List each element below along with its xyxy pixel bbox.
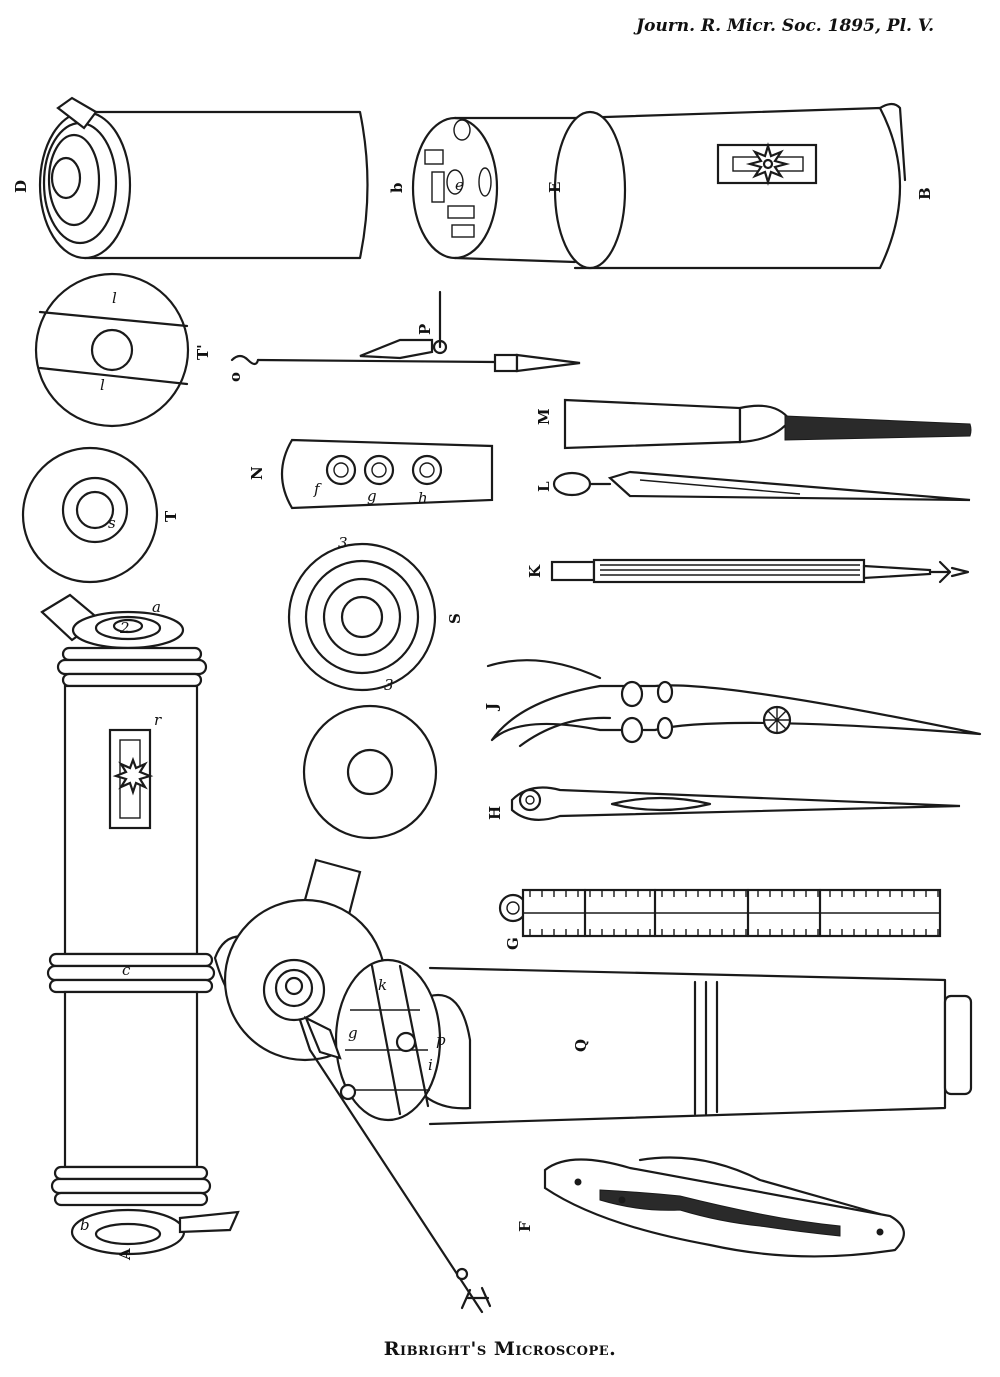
label-b-lower: b [80, 1216, 90, 1234]
label-r: r [154, 711, 162, 729]
figure-labels: D b E B l l T' o P M N f g h L T s K 3 S… [12, 176, 934, 1261]
label-T: T [162, 510, 180, 522]
label-T-prime: T' [194, 344, 212, 360]
plate-header: Journ. R. Micr. Soc. 1895, Pl. V. [636, 16, 934, 36]
part-A-long-tube [40, 593, 240, 1256]
part-S-discs [287, 542, 438, 840]
label-L: L [535, 481, 553, 492]
part-N-slide [281, 438, 494, 510]
label-B: B [916, 187, 934, 200]
plate-caption: Ribright's Microscope. [383, 1338, 617, 1360]
label-J: J [483, 703, 501, 712]
part-F-knife [543, 1156, 905, 1258]
label-3-lower: 3 [384, 676, 394, 694]
label-h: h [418, 489, 428, 507]
part-T-prime-disc [34, 272, 190, 428]
part-K-rod [550, 558, 970, 584]
part-D-cap [38, 96, 369, 260]
label-D: D [12, 180, 30, 193]
part-T-disc [21, 446, 159, 584]
label-l-upper: l [112, 289, 117, 307]
label-E: E [546, 182, 564, 193]
part-E-tube [411, 102, 907, 270]
label-2: 2 [119, 619, 130, 637]
label-N: N [248, 466, 266, 480]
label-p: p [436, 1031, 446, 1049]
label-k: k [378, 976, 387, 994]
label-M: M [535, 408, 553, 425]
label-K: K [526, 564, 544, 578]
label-S: S [446, 613, 464, 624]
label-H: H [486, 806, 504, 820]
label-f: f [313, 480, 322, 498]
label-e: e [455, 176, 464, 194]
part-G-ruler [498, 888, 942, 938]
part-Q-assembly [213, 858, 973, 1314]
label-G: G [504, 937, 522, 950]
label-g-lower: g [348, 1024, 358, 1042]
label-Q: Q [572, 1039, 590, 1052]
label-F: F [516, 1221, 534, 1232]
part-O-needle-holder [230, 290, 581, 373]
label-b: b [388, 183, 406, 194]
label-o: o [226, 372, 244, 382]
label-c: c [122, 961, 131, 979]
label-A: A [116, 1248, 134, 1261]
label-P: P [416, 324, 434, 335]
label-g: g [367, 487, 377, 505]
part-L-probe [552, 470, 971, 502]
label-l-lower: l [100, 376, 105, 394]
label-s: s [108, 514, 116, 532]
part-H-tweezers [510, 786, 961, 821]
part-M-handle [563, 398, 972, 450]
label-3-upper: 3 [338, 534, 348, 552]
part-J-forceps [486, 659, 982, 748]
label-a: a [152, 598, 161, 616]
label-i: i [428, 1056, 433, 1074]
